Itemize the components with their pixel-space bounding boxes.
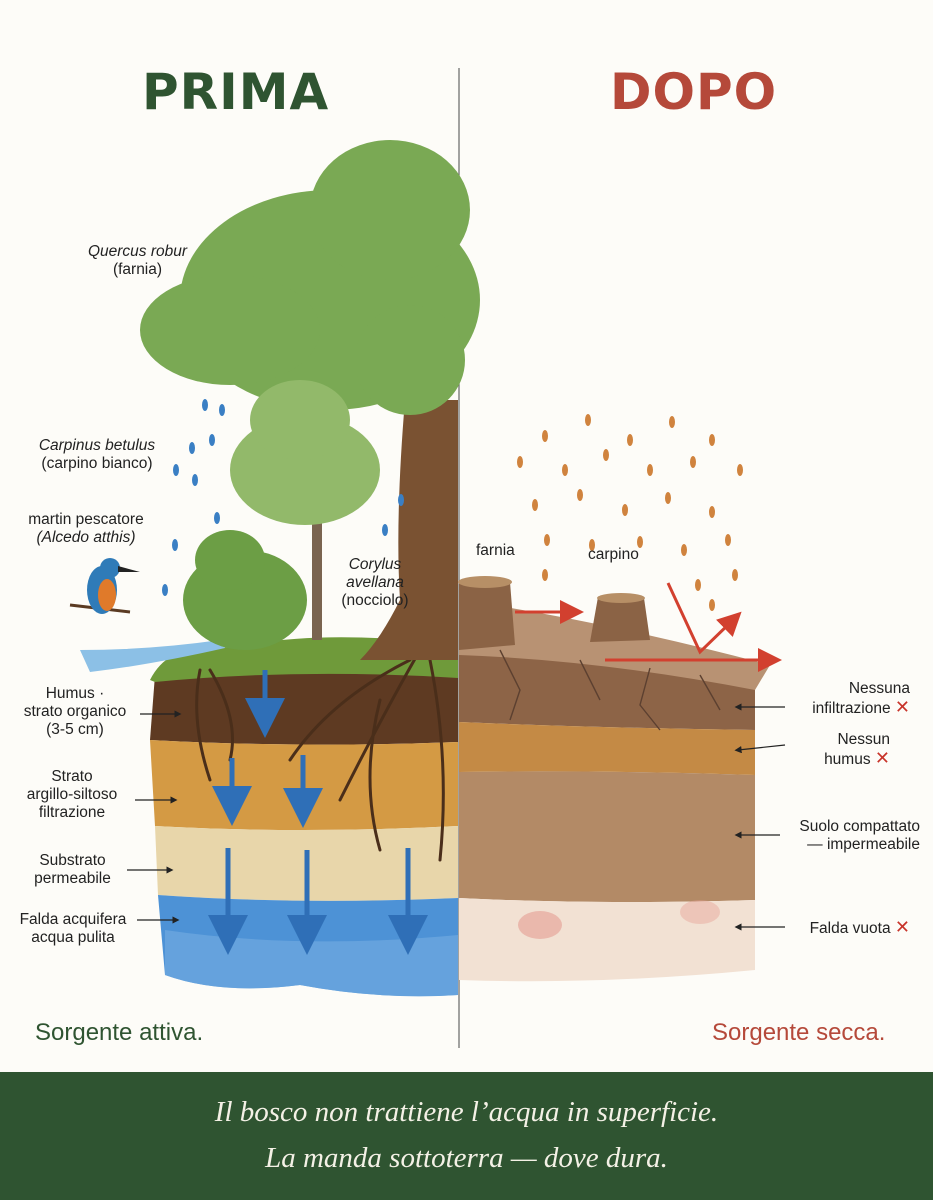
no-infiltration-line-2: infiltrazione	[812, 700, 891, 717]
runoff-arrow-icon	[515, 582, 782, 672]
status-after: Sorgente secca.	[712, 1019, 886, 1046]
compacted-soil-label: Suolo compattato — impermeabile	[770, 818, 920, 854]
stump-label-oak: farnia	[476, 542, 515, 559]
hornbeam-label: Carpinus betulus (carpino bianco)	[22, 437, 172, 473]
cracked-surface	[459, 600, 770, 690]
empty-aquifer-label: Falda vuota ✕	[780, 918, 910, 938]
kingfisher-common: martin pescatore	[28, 511, 144, 528]
x-mark-icon: ✕	[874, 748, 890, 768]
footer-line-1: Il bosco non trattiene l’acqua in superf…	[214, 1096, 719, 1128]
oak-common: (farnia)	[112, 261, 163, 278]
hazel-label: Corylus avellana (nocciolo)	[335, 556, 415, 610]
clay-line-2: argillo-siltoso	[26, 786, 118, 803]
kingfisher-label: martin pescatore (Alcedo atthis)	[16, 511, 156, 547]
humus-line-3: (3-5 cm)	[46, 721, 104, 738]
raindrop-icon-left	[162, 399, 404, 596]
hazel-latin-1: Corylus	[348, 556, 402, 573]
footer-banner: Il bosco non trattiene l’acqua in superf…	[0, 1072, 933, 1200]
stump-icon-hornbeam	[590, 593, 650, 642]
aquifer-layer-label: Falda acquifera acqua pulita	[10, 911, 136, 947]
right-leader-lines	[734, 703, 786, 931]
aquifer-line-2: acqua pulita	[31, 929, 115, 946]
substrate-line-1: Substrato	[39, 852, 106, 869]
x-mark-icon: ✕	[894, 697, 910, 717]
illustration	[69, 68, 786, 1048]
oak-latin: Quercus robur	[87, 243, 188, 260]
clay-layer-label: Strato argillo-siltoso filtrazione	[8, 768, 136, 822]
no-humus-line-2: humus	[824, 751, 871, 768]
hornbeam-common: (carpino bianco)	[41, 455, 153, 472]
clay-line-3: filtrazione	[38, 804, 106, 821]
roots	[195, 648, 445, 862]
hazel-common: (nocciolo)	[341, 592, 409, 609]
left-leader-lines	[127, 710, 182, 924]
humus-line-2: strato organico	[23, 703, 127, 720]
dry-stain	[680, 900, 720, 924]
compacted-line-2: — impermeabile	[807, 836, 920, 853]
x-mark-icon: ✕	[894, 917, 910, 937]
substrate-line-2: permeabile	[34, 870, 111, 887]
hazel-latin-2: avellana	[346, 574, 404, 591]
humus-layer-label: Humus · strato organico (3-5 cm)	[10, 685, 140, 739]
footer-line-2: La manda sottoterra — dove dura.	[265, 1142, 668, 1174]
stump-icon-oak	[458, 576, 515, 650]
oak-trunk	[360, 400, 458, 660]
kingfisher-icon	[69, 558, 140, 614]
kingfisher-latin: (Alcedo atthis)	[36, 529, 136, 546]
oak-label: Quercus robur (farnia)	[75, 243, 200, 279]
raindrop-icon-right	[517, 414, 743, 611]
humus-line-1: Humus ·	[45, 685, 105, 702]
hornbeam-latin: Carpinus betulus	[38, 437, 156, 454]
clay-line-1: Strato	[51, 768, 93, 785]
down-arrow-icon	[208, 670, 428, 955]
before-heading: PRIMA	[142, 63, 330, 121]
status-before: Sorgente attiva.	[35, 1019, 204, 1046]
compacted-line-1: Suolo compattato	[799, 818, 920, 835]
soil-cracks	[499, 649, 721, 731]
oak-canopy	[140, 140, 480, 415]
empty-aquifer-text: Falda vuota	[809, 920, 891, 937]
no-infiltration-line-1: Nessuna	[848, 680, 910, 697]
substrate-layer-label: Substrato permeabile	[15, 852, 130, 888]
hazel-bush	[183, 530, 307, 650]
no-humus-label: Nessun humus ✕	[790, 731, 890, 769]
aquifer-line-1: Falda acquifera	[19, 911, 127, 928]
no-humus-line-1: Nessun	[837, 731, 890, 748]
no-infiltration-label: Nessuna infiltrazione ✕	[778, 680, 910, 718]
stream	[80, 640, 225, 672]
dry-stain	[518, 911, 562, 939]
after-heading: DOPO	[610, 63, 778, 121]
hornbeam-canopy	[230, 380, 380, 525]
hornbeam-trunk	[312, 480, 322, 640]
right-soil-layers	[459, 644, 755, 982]
stump-label-hornbeam: carpino	[588, 546, 639, 563]
